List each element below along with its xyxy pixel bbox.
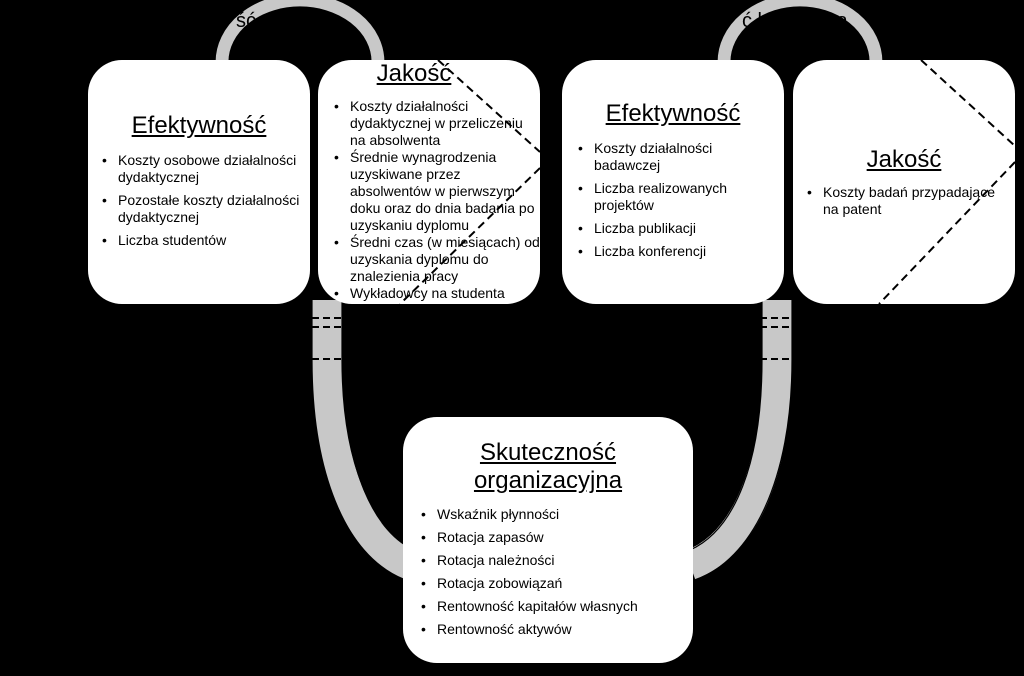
list-item: Rotacja zapasów <box>421 529 685 546</box>
list-item: Koszty działalności badawczej <box>578 140 774 174</box>
teaching-quality-title: Jakość <box>376 60 452 87</box>
right-top-arch <box>717 0 883 63</box>
list-item: Koszty osobowe działalności dydaktycznej <box>102 152 302 186</box>
research-efficiency-title: Efektywność <box>605 100 741 127</box>
organizational-list: Wskaźnik płynności Rotacja zapasów Rotac… <box>421 506 685 644</box>
list-item: Koszty działalności dydaktycznej w przel… <box>334 98 540 149</box>
list-item: Średnie wynagrodzenia uzyskiwane przez a… <box>334 149 540 234</box>
list-item: Liczba realizowanych projektów <box>578 180 774 214</box>
list-item: Liczba studentów <box>102 232 302 249</box>
organizational-title-line1: Skuteczność <box>479 439 617 466</box>
teaching-arc-label: ść dydakty <box>236 10 331 32</box>
research-efficiency-box: Efektywność Koszty działalności badawcze… <box>562 60 784 304</box>
teaching-efficiency-title: Efektywność <box>131 112 267 139</box>
organizational-title-line2: organizacyjna <box>473 467 623 494</box>
teaching-efficiency-box: Efektywność Koszty osobowe działalności … <box>88 60 310 304</box>
left-top-arch <box>215 0 385 63</box>
research-efficiency-list: Koszty działalności badawczej Liczba rea… <box>578 140 774 266</box>
list-item: Liczba konferencji <box>578 243 774 260</box>
research-quality-title: Jakość <box>866 146 942 173</box>
list-item: Rentowność kapitałów własnych <box>421 598 685 615</box>
list-item: Pozostałe koszty działalności dydaktyczn… <box>102 192 302 226</box>
dashed-diagonal-lines <box>878 60 1015 304</box>
list-item: Koszty badań przypadające na patent <box>807 184 1013 218</box>
list-item: Wskaźnik płynności <box>421 506 685 523</box>
list-item: Średni czas (w miesiącach) od uzyskania … <box>334 234 540 285</box>
research-quality-list: Koszty badań przypadające na patent <box>807 184 1013 224</box>
lower-ring <box>312 300 417 579</box>
research-arc-label: ć badawcza <box>742 10 848 32</box>
list-item: Rentowność aktywów <box>421 621 685 638</box>
list-item: Rotacja zobowiązań <box>421 575 685 592</box>
teaching-quality-box: Jakość Koszty działalności dydaktycznej … <box>318 60 540 304</box>
organizational-effectiveness-box: Skuteczność organizacyjna Wskaźnik płynn… <box>403 417 693 663</box>
list-item: Wykładowcy na studenta <box>334 285 540 302</box>
teaching-efficiency-list: Koszty osobowe działalności dydaktycznej… <box>102 152 302 255</box>
list-item: Rotacja należności <box>421 552 685 569</box>
teaching-quality-list: Koszty działalności dydaktycznej w przel… <box>334 98 540 302</box>
research-quality-box: Jakość Koszty badań przypadające na pate… <box>793 60 1015 304</box>
list-item: Liczba publikacji <box>578 220 774 237</box>
